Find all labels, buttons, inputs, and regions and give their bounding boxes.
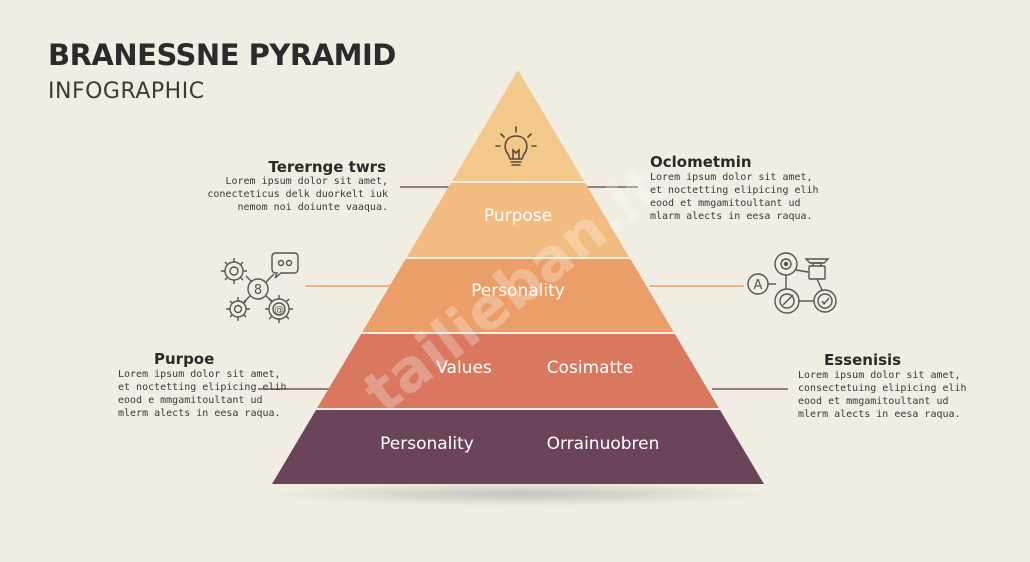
tier-label: Cosimatte: [547, 358, 634, 378]
briefcase-icon: [804, 258, 830, 280]
chat-bubble-icon: [271, 252, 299, 279]
target-icon: [774, 288, 800, 314]
page-subtitle: INFOGRAPHIC: [48, 79, 205, 104]
letter-circle-icon: A: [747, 273, 769, 295]
tier-label: Orrainuobren: [547, 434, 660, 454]
icon-label: A: [754, 278, 763, 293]
note-line: mlerm alects in eesa raqua.: [118, 408, 281, 419]
note-line: mlarm alects in eesa raqua.: [650, 211, 813, 222]
right-icon-cluster: A: [747, 252, 837, 314]
note-body-top-right: Lorem ipsum dolor sit amet, et noctettin…: [650, 171, 819, 223]
pyramid-shadow: [270, 482, 770, 506]
network-icon: [774, 252, 798, 276]
note-heading-top-left: Terernge twrs: [268, 158, 386, 176]
note-line: Lorem ipsum dolor sit amet,: [650, 172, 813, 183]
tier-label: Personality: [471, 281, 565, 301]
pyramid-tier-5: [272, 410, 764, 484]
note-line: et noctetting elipicing elih: [118, 382, 287, 393]
gear-icon: [226, 297, 250, 321]
note-heading-top-right: Oclometmin: [650, 153, 752, 171]
icon-label: @: [274, 305, 284, 316]
note-line: consectetuing elipicing elih: [798, 383, 967, 394]
note-body-bottom-left: Lorem ipsum dolor sit amet, et noctettin…: [118, 368, 287, 420]
user-circle-icon: 8: [247, 278, 269, 300]
left-icon-cluster: 8 @: [221, 252, 299, 323]
note-body-top-left: Lorem ipsum dolor sit amet, conecteticus…: [207, 175, 388, 214]
check-icon: [813, 289, 837, 313]
pyramid-tier-2: [406, 183, 630, 257]
note-heading-bottom-left: Purpoe: [154, 350, 215, 368]
tier-label: Personality: [380, 434, 474, 454]
note-line: nemom noi doiunte vaaqua.: [237, 202, 388, 213]
pyramid-tier-3: [362, 259, 674, 332]
icon-label: 8: [254, 283, 262, 298]
note-line: mlerm alects in eesa raqua.: [798, 409, 961, 420]
note-heading-bottom-right: Essenisis: [824, 351, 902, 369]
note-line: eood et mmgamitoultant ud: [798, 396, 949, 407]
gear-icon: [221, 258, 247, 284]
note-body-bottom-right: Lorem ipsum dolor sit amet, consectetuin…: [798, 369, 967, 421]
tier-label: Purpose: [484, 206, 552, 226]
tier-label: Values: [436, 358, 492, 378]
note-line: Lorem ipsum dolor sit amet,: [118, 369, 281, 380]
note-line: conecteticus delk duorkelt iuk: [207, 189, 388, 200]
note-line: eood e mmgamitoultant ud: [118, 395, 263, 406]
page-title: BRANESSNE PYRAMID: [48, 38, 396, 72]
note-line: Lorem ipsum dolor sit amet,: [798, 370, 961, 381]
note-line: eood et mmgamitoultant ud: [650, 198, 801, 209]
lightbulb-icon: [495, 126, 537, 166]
note-line: Lorem ipsum dolor sit amet,: [225, 176, 388, 187]
note-line: et noctetting elipicing elih: [650, 185, 819, 196]
pyramid-tier-1: [452, 70, 584, 181]
pyramid-tier-4: [317, 334, 719, 408]
